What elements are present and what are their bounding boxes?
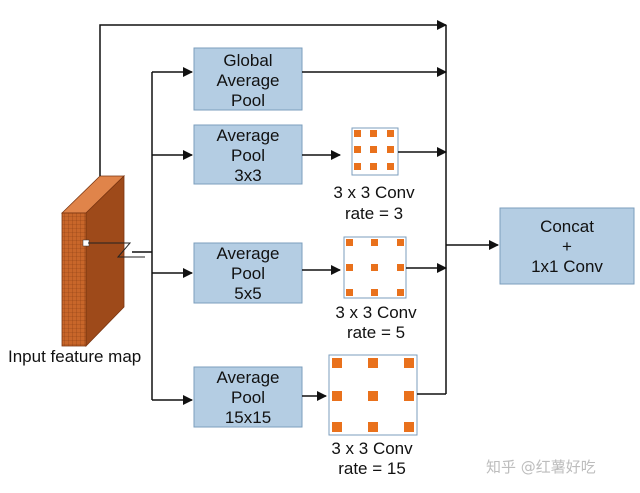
watermark: 知乎 @红薯好吃 (486, 458, 596, 476)
conv-kernel-rate-15 (328, 354, 418, 436)
pool-5-line-3: 5x5 (234, 284, 261, 303)
input-feature-map-label: Input feature map (8, 347, 141, 366)
global-pool-line-3: Pool (231, 91, 265, 110)
pool-15-line-3: 15x15 (225, 408, 271, 427)
pool-15-line-2: Pool (231, 388, 265, 407)
pool-15-line-1: Average (216, 368, 279, 387)
collector (445, 25, 499, 394)
skip-connection (99, 20, 447, 176)
concat-line-2: + (562, 237, 572, 256)
branch-trunk (132, 67, 193, 405)
conv-kernel-rate-3 (351, 127, 399, 176)
rate-5-rate-label: rate = 5 (347, 323, 405, 342)
pool-3-line-1: Average (216, 126, 279, 145)
global-pool-line-2: Average (216, 71, 279, 90)
concat-line-3: 1x1 Conv (531, 257, 603, 276)
rate-15-conv-label: 3 x 3 Conv (331, 439, 413, 458)
pool-5-line-1: Average (216, 244, 279, 263)
pool-3-line-3: 3x3 (234, 166, 261, 185)
conv-kernel-rate-5 (343, 236, 407, 299)
global-pool-line-1: Global (223, 51, 272, 70)
concat-box: Concat + 1x1 Conv (499, 207, 635, 285)
rate-5-conv-label: 3 x 3 Conv (335, 303, 417, 322)
average-pool-5x5-box: Average Pool 5x5 (193, 242, 303, 304)
rate-3-rate-label: rate = 3 (345, 204, 403, 223)
input-feature-map (61, 175, 145, 347)
pool-3-line-2: Pool (231, 146, 265, 165)
rate-15-rate-label: rate = 15 (338, 459, 406, 478)
average-pool-3x3-box: Average Pool 3x3 (193, 124, 303, 185)
concat-line-1: Concat (540, 217, 594, 236)
average-pool-15x15-box: Average Pool 15x15 (193, 366, 303, 428)
global-average-pool-box: Global Average Pool (193, 47, 303, 111)
rate-3-conv-label: 3 x 3 Conv (333, 183, 415, 202)
pool-5-line-2: Pool (231, 264, 265, 283)
